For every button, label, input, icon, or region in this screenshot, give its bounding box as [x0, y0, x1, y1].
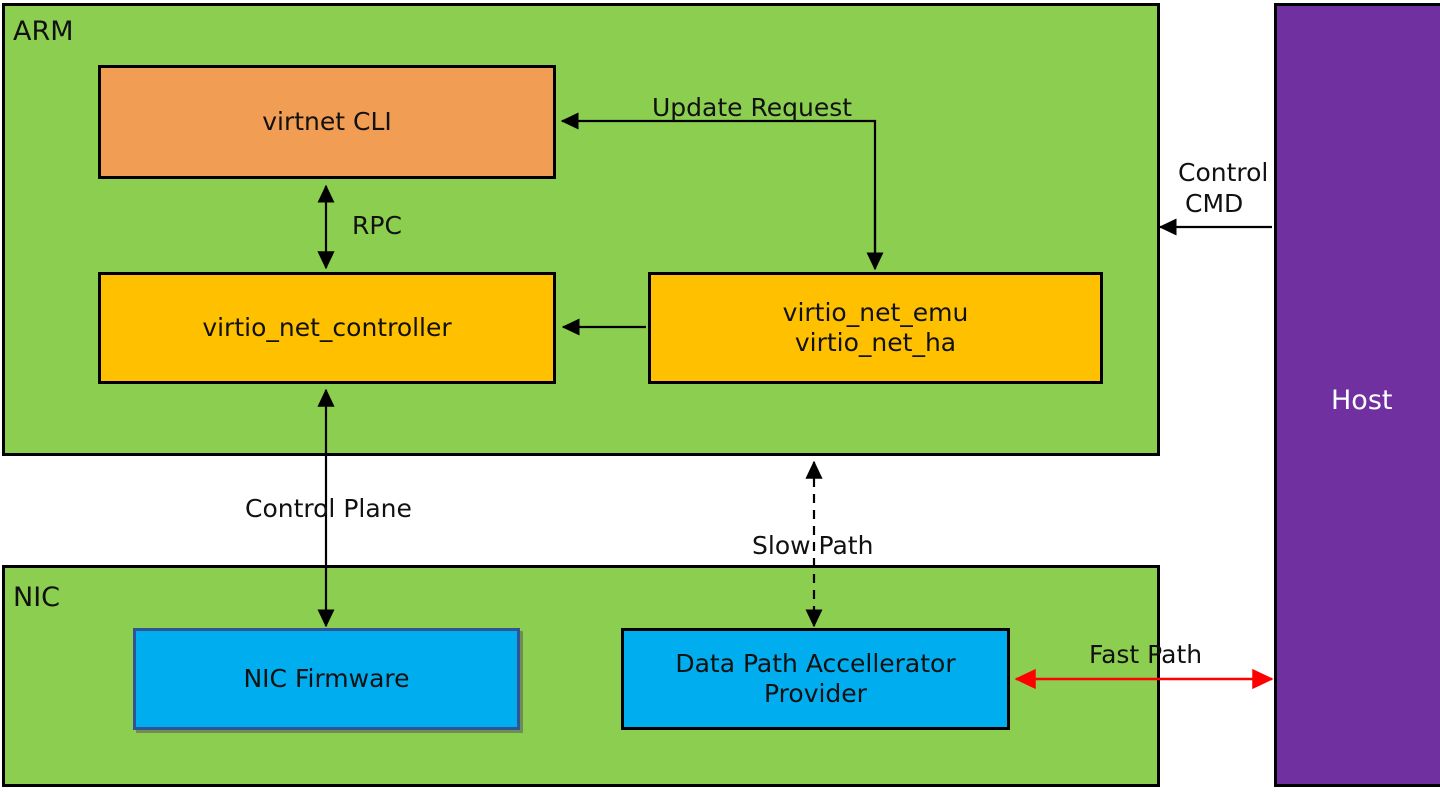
- zone-nic-label: NIC: [13, 582, 61, 613]
- node-virtio-net-controller-label: virtio_net_controller: [202, 312, 452, 342]
- zone-host-label: Host: [1331, 385, 1393, 416]
- zone-host: [1274, 3, 1440, 787]
- node-virtio-net-emu[interactable]: virtio_net_emu virtio_net_ha: [648, 272, 1103, 384]
- node-virtio-net-controller[interactable]: virtio_net_controller: [98, 272, 556, 384]
- node-virtio-net-emu-line1: virtio_net_emu: [782, 297, 969, 327]
- zone-arm-label: ARM: [13, 16, 74, 47]
- edge-label-fast-path: Fast Path: [1089, 640, 1203, 669]
- edge-label-control-cmd-line1: Control: [1178, 158, 1269, 187]
- edge-label-control-plane: Control Plane: [245, 494, 412, 523]
- node-data-path-accelerator-provider[interactable]: Data Path Accellerator Provider: [621, 628, 1010, 730]
- node-virtnet-cli-label: virtnet CLI: [262, 106, 392, 136]
- node-virtnet-cli[interactable]: virtnet CLI: [98, 65, 556, 179]
- node-virtio-net-emu-line2: virtio_net_ha: [794, 328, 957, 357]
- node-nic-firmware-label: NIC Firmware: [243, 663, 410, 693]
- node-nic-firmware[interactable]: NIC Firmware: [133, 628, 520, 730]
- edge-label-rpc: RPC: [352, 211, 402, 240]
- edge-label-update-request: Update Request: [652, 93, 853, 122]
- node-data-path-accelerator-provider-label: Data Path Accellerator Provider: [675, 648, 956, 709]
- edge-label-control-cmd-line2: CMD: [1185, 189, 1244, 218]
- edge-label-slow-path: Slow Path: [752, 531, 874, 560]
